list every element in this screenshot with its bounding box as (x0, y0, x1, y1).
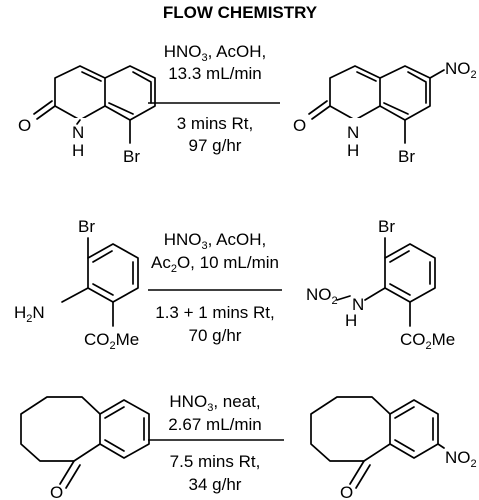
condition-line: 70 g/hr (189, 326, 242, 345)
atom-label: O (293, 116, 306, 135)
atom-label: H (347, 141, 359, 160)
condition-line: 1.3 + 1 mins Rt, (155, 303, 275, 322)
reaction-1-starting-material: N H O Br (18, 65, 156, 166)
atom-label: Br (78, 217, 95, 236)
atom-label: Br (378, 217, 395, 236)
reaction-1: N H O Br HNO3, AcOH, 13.3 mL/min 3 mins … (18, 42, 477, 166)
atom-label: NO2 (445, 59, 477, 81)
condition-line: 2.67 mL/min (168, 415, 262, 434)
reaction-3-product: O NO2 (310, 396, 477, 500)
atom-label: N (72, 123, 84, 142)
atom-label: CO2Me (400, 330, 455, 352)
atom-label: NO2 (306, 285, 338, 307)
reaction-1-conditions: HNO3, AcOH, 13.3 mL/min 3 mins Rt, 97 g/… (148, 42, 280, 155)
reaction-2-conditions: HNO3, AcOH, Ac2O, 10 mL/min 1.3 + 1 mins… (148, 230, 282, 345)
condition-line: 13.3 mL/min (168, 64, 262, 83)
atom-label: N (347, 123, 359, 142)
atom-label: O (18, 116, 31, 135)
condition-line: 34 g/hr (189, 475, 242, 494)
condition-line: 97 g/hr (189, 136, 242, 155)
reaction-1-product: N H O Br NO2 (293, 59, 477, 166)
reaction-2-starting-material: Br H2N CO2Me (14, 217, 139, 352)
reaction-2: Br H2N CO2Me HNO3, AcOH, Ac2O, 10 mL/min… (14, 217, 455, 352)
reaction-3-starting-material: O (20, 396, 150, 500)
scheme-title: FLOW CHEMISTRY (163, 3, 318, 22)
atom-label: O (340, 483, 353, 500)
condition-line: 7.5 mins Rt, (170, 452, 261, 471)
reaction-3: O HNO3, neat, 2.67 mL/min 7.5 mins Rt, 3… (20, 392, 477, 500)
reaction-3-conditions: HNO3, neat, 2.67 mL/min 7.5 mins Rt, 34 … (148, 392, 284, 494)
condition-line: HNO3, AcOH, (164, 230, 266, 252)
atom-label: Br (123, 147, 140, 166)
atom-label: N (352, 295, 364, 314)
condition-line: HNO3, neat, (169, 392, 260, 414)
atom-label: Br (398, 147, 415, 166)
atom-label: O (50, 483, 63, 500)
atom-label: H (345, 311, 357, 330)
condition-line: HNO3, AcOH, (164, 42, 266, 64)
atom-label: CO2Me (84, 330, 139, 352)
reaction-2-product: Br NO2 N H CO2Me (306, 217, 455, 352)
condition-line: 3 mins Rt, (177, 114, 254, 133)
atom-label: H2N (14, 303, 45, 325)
atom-label: NO2 (445, 448, 477, 470)
condition-line: Ac2O, 10 mL/min (151, 253, 279, 275)
atom-label: H (72, 141, 84, 160)
